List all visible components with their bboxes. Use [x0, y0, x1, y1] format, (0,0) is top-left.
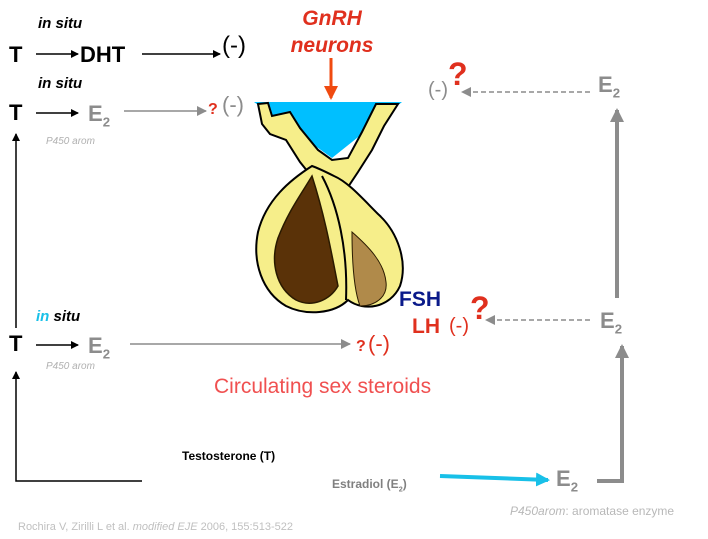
footer-arom-note: P450arom: aromatase enzyme: [510, 504, 675, 518]
row2-arom-label: P450 arom: [46, 136, 95, 147]
right-top-question-mark: ?: [448, 56, 468, 92]
row3-negative-label: (-): [368, 331, 390, 356]
row3-insitu-label: in situ: [36, 308, 81, 325]
neurons-label: neurons: [290, 34, 374, 57]
row1-insitu-label: in situ: [38, 15, 83, 32]
row2-e2-label: E2: [88, 101, 111, 130]
row3-e2-label: E2: [88, 333, 111, 362]
row1-t-label: T: [9, 42, 23, 67]
row3-arom-label: P450 arom: [46, 361, 95, 372]
estradiol-cyan-arrow: [439, 472, 550, 487]
pituitary-divider: [321, 175, 348, 301]
bottom-e2-label: E2: [556, 466, 579, 495]
estradiol-label: Estradiol (E2): [332, 477, 407, 494]
row2-insitu-label: in situ: [38, 75, 83, 92]
pituitary-stalk: [256, 101, 400, 198]
right-mid-e2-label: E2: [600, 308, 623, 337]
row3-t-label: T: [9, 331, 23, 356]
row2-question-mark: ?: [208, 101, 218, 118]
fsh-label: FSH: [399, 288, 441, 311]
row2-negative-label: (-): [222, 92, 244, 117]
row1-dht-label: DHT: [80, 42, 126, 67]
right-top-e2-label: E2: [598, 72, 621, 101]
citation-label: Rochira V, Zirilli L et al. modified EJE…: [18, 521, 293, 533]
arrow-right-vertical-lower: [597, 344, 629, 483]
row1-negative-label: (-): [222, 32, 246, 59]
lh-question-mark: ?: [470, 290, 490, 326]
lh-negative-label: (-): [449, 315, 469, 337]
row2-t-label: T: [9, 100, 23, 125]
pituitary-dark-lobe: [273, 174, 339, 304]
testosterone-label: Testosterone (T): [182, 449, 276, 463]
row3-question-mark: ?: [356, 338, 366, 355]
circulating-label: Circulating sex steroids: [214, 375, 432, 398]
pituitary-light-lobe: [351, 230, 387, 307]
arrow-vertical-lower: [12, 371, 142, 482]
gnrh-label: GnRH: [302, 7, 362, 30]
right-top-negative-label: (-): [428, 79, 448, 101]
lh-label: LH: [412, 315, 440, 338]
